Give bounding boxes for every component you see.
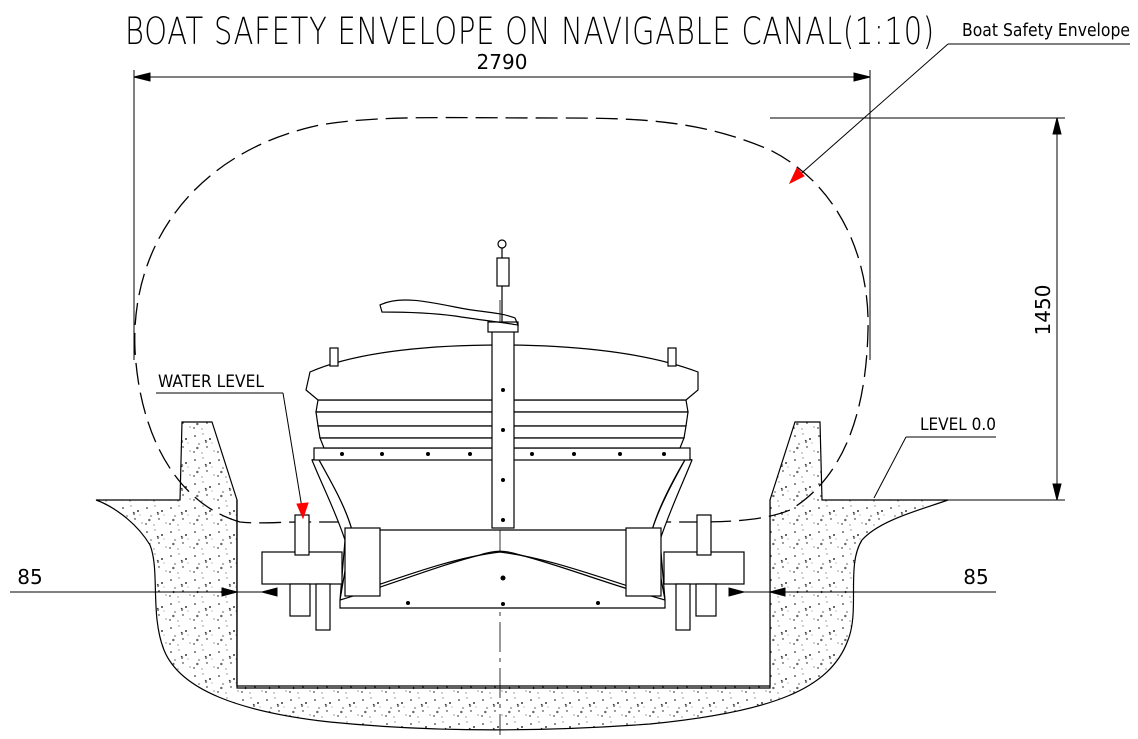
right-support	[675, 583, 691, 631]
right-post	[667, 347, 677, 367]
dim-left-gap	[10, 587, 278, 597]
mast-cap	[487, 321, 519, 333]
boat-hull-keel	[344, 551, 661, 597]
dim-right-gap-label: 85	[963, 565, 988, 589]
left-support	[315, 583, 331, 631]
safety-envelope	[134, 116, 869, 524]
boat-bolts	[340, 388, 666, 606]
envelope-label: Boat Safety Envelope	[962, 20, 1130, 41]
right-bracket	[663, 551, 745, 585]
dim-width-label: 2790	[477, 50, 528, 74]
level-zero-label: LEVEL 0.0	[920, 415, 996, 435]
dim-left-gap-label: 85	[17, 565, 42, 589]
water-level-leader	[156, 392, 309, 520]
left-lower	[289, 583, 311, 617]
right-guide-frame	[625, 527, 662, 597]
drawing-title: BOAT SAFETY ENVELOPE ON NAVIGABLE CANAL(…	[125, 10, 935, 53]
dim-height	[770, 117, 1065, 501]
water-level-arrow	[296, 502, 309, 520]
dim-height-label: 1450	[1031, 285, 1055, 336]
left-guide-frame	[344, 527, 381, 597]
dim-right-gap	[728, 587, 996, 597]
boat	[261, 239, 745, 631]
level-zero-leader	[873, 436, 996, 499]
mast-flag	[496, 257, 510, 287]
mast-top	[497, 239, 507, 249]
envelope-arrow	[788, 167, 805, 185]
left-roller	[294, 514, 310, 556]
left-bracket	[261, 551, 343, 585]
left-post	[329, 347, 339, 367]
right-roller	[696, 514, 712, 556]
envelope-leader	[788, 43, 1130, 185]
rope	[379, 299, 519, 326]
water-level-label: WATER LEVEL	[158, 372, 264, 392]
right-lower	[695, 583, 717, 617]
